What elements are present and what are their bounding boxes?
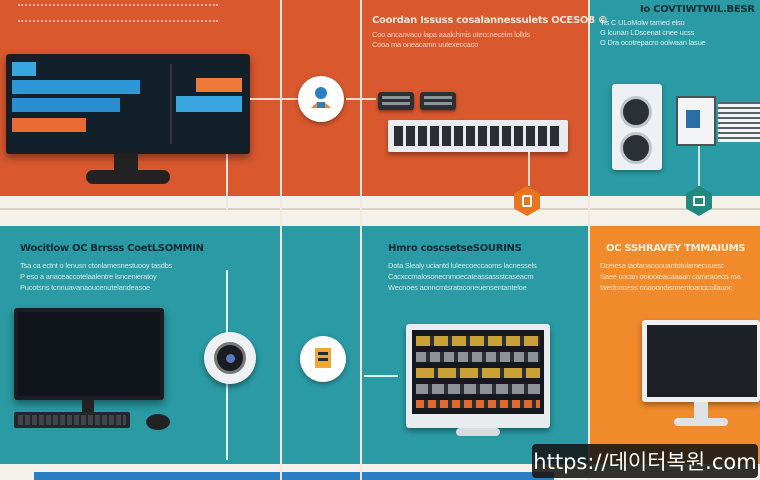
connector-5 [364, 375, 398, 377]
person-icon [311, 87, 331, 108]
bottom-middle-sub-2: Cacxccmalosonecnmoecateassassstcaseacm [388, 272, 534, 281]
bottom-left-sub-3: Pucotsns tcnnuavanaoucenutelandeasoe [20, 283, 150, 292]
connector-2 [346, 98, 376, 100]
bottom-right-sub-3: Wedonoess onaoondisnnentoanqcollaunc [600, 283, 732, 292]
white-monitor-base [674, 418, 728, 426]
top-middle-sub-2: Cooa ma oneacamn uutexeccaco [372, 40, 479, 49]
connector-4 [698, 146, 700, 186]
top-middle-title: Coordan Issuss cosalannessulets OCESO8 © [372, 15, 608, 26]
bottom-left-title: Wocitlow OC Brrsss CoetLSOMMIN [20, 243, 204, 254]
top-left-header-lines [18, 4, 218, 22]
camera-lens [204, 332, 256, 384]
vertical-line-1 [280, 0, 282, 480]
screen-bar-blue-1 [12, 62, 36, 76]
white-monitor [642, 320, 760, 402]
keyboard [14, 412, 130, 428]
screen-bar-blue-3 [12, 98, 120, 112]
document-icon [315, 348, 331, 368]
vent-panel [718, 102, 760, 142]
top-right-title: Io COVTIWTWIL.BESR [640, 4, 755, 15]
top-middle-sub-1: Coo ancanvaco lapa aaalchmis uteccnecelm… [372, 30, 531, 39]
server-rack-panel [388, 120, 568, 152]
top-right-sub-3: O Dra ocotrepacro oolwaan lasue [600, 38, 706, 47]
dashboard-monitor-screen [10, 58, 246, 150]
drive-module-1 [378, 92, 414, 110]
screen-bar-orange [12, 118, 86, 132]
connector-3 [528, 152, 530, 186]
vertical-line-4 [226, 150, 228, 210]
white-monitor-neck [694, 402, 708, 420]
bottom-right-sub-1: Dcelesa laotanaooouantotulamecuuesc [600, 261, 725, 270]
bottom-middle-sub-3: Wecnoes aonncmtsrataconeuensentanteloe [388, 283, 527, 292]
divider-band [0, 196, 760, 226]
watermark-url: https://데이터복원.com [532, 444, 758, 478]
vertical-line-2 [360, 0, 362, 480]
bottom-right-title: OC SSHRAVEY TMMAIUMS [606, 243, 746, 254]
top-right-sub-2: G lcunan LDscenat cnee ucss [600, 28, 695, 37]
bottom-middle-sub-1: Dota Slealy uciantd luleecoeccaoms lacne… [388, 261, 537, 270]
screen-divider [170, 64, 172, 144]
desktop-monitor-neck [82, 400, 94, 414]
fan-unit [612, 84, 662, 170]
screen-bar-blue-2 [12, 80, 140, 94]
server-box [676, 96, 716, 146]
bottom-left-sub-1: Tsa ca ectnt o lenusn ctonlamesnestuooy … [20, 261, 173, 270]
hardware-monitor [406, 324, 550, 428]
screen-chip-blue [176, 96, 242, 112]
divider-line [0, 208, 760, 210]
white-monitor-screen [647, 325, 757, 397]
top-right-sub-1: Tis C ULoMolw tamed elsu [600, 18, 685, 27]
dashboard-monitor-neck [114, 154, 138, 172]
hardware-monitor-base [456, 428, 500, 436]
screen-chip-orange [196, 78, 242, 92]
drive-module-2 [420, 92, 456, 110]
person-node[interactable] [298, 76, 344, 122]
bottom-right-sub-2: Saee cocan ooiooteacaaaan cameaceos ma [600, 272, 741, 281]
vertical-line-3 [588, 0, 590, 480]
bottom-left-sub-2: P eso a anaceaccotelaalentre lsncenierat… [20, 272, 157, 281]
dashboard-monitor-base [86, 170, 170, 184]
mouse [146, 414, 170, 430]
bottom-strip-screen [34, 472, 554, 480]
document-node[interactable] [300, 336, 346, 382]
desktop-monitor-screen [18, 312, 160, 396]
bottom-middle-title: Hmro coscsetseSOURINS [388, 243, 522, 254]
hardware-monitor-screen [412, 330, 544, 414]
connector-1 [250, 98, 298, 100]
